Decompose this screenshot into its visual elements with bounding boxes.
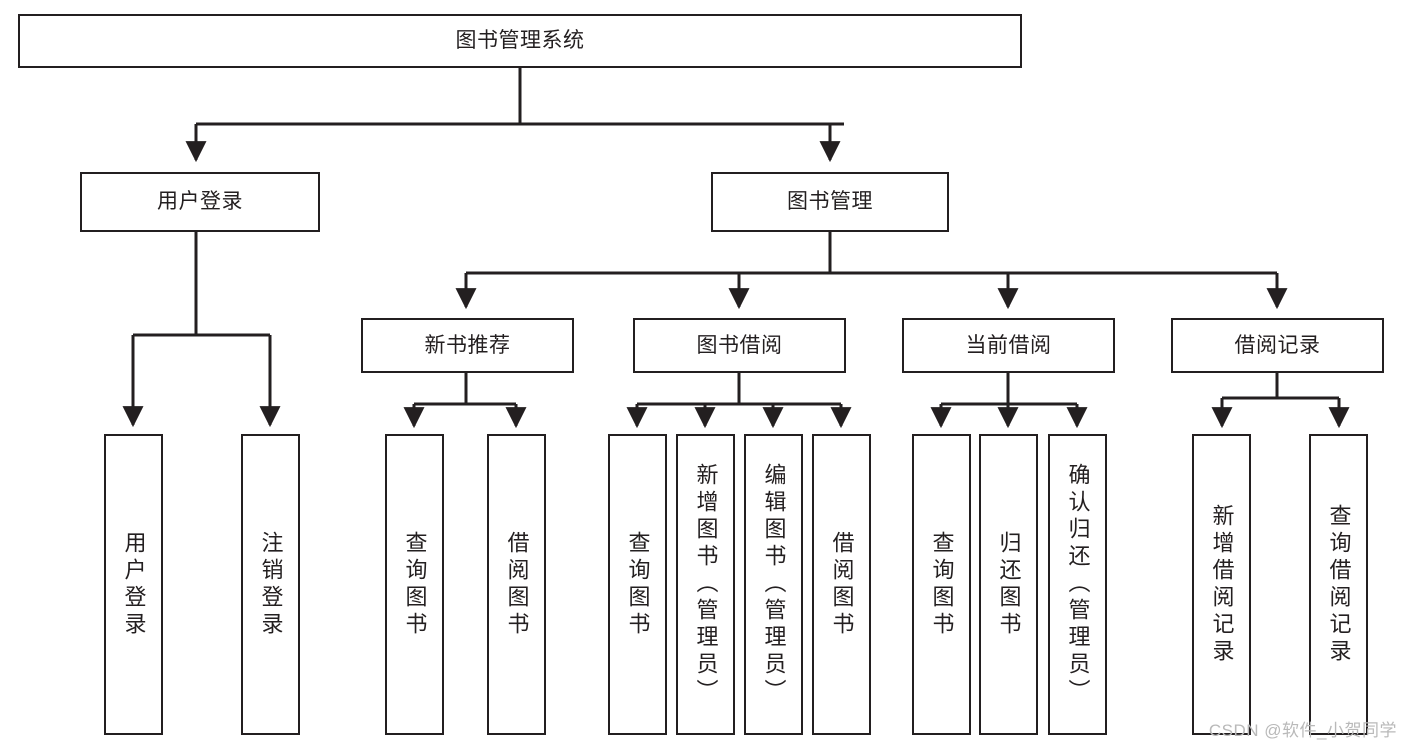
node-label: 图书借阅: [696, 333, 783, 357]
node-label: 确认归还（管理员）: [1065, 463, 1091, 706]
node-current-borrow[interactable]: 当前借阅: [902, 318, 1115, 373]
node-label: 新书推荐: [424, 333, 511, 357]
node-root-system[interactable]: 图书管理系统: [18, 14, 1022, 68]
node-label: 图书管理: [787, 190, 873, 214]
node-label: 注销登录: [258, 530, 284, 639]
leaf-current-confirm-return-admin[interactable]: 确认归还（管理员）: [1048, 434, 1107, 735]
leaf-borrow-edit-book-admin[interactable]: 编辑图书（管理员）: [744, 434, 803, 735]
node-label: 查询图书: [402, 530, 428, 639]
csdn-watermark: CSDN @软件_小贺同学: [1208, 721, 1397, 740]
leaf-user-login-logout[interactable]: 注销登录: [241, 434, 300, 735]
node-label: 借阅图书: [504, 530, 530, 639]
node-user-login[interactable]: 用户登录: [80, 172, 320, 232]
node-label: 查询借阅记录: [1326, 503, 1352, 666]
leaf-record-add-record[interactable]: 新增借阅记录: [1192, 434, 1251, 735]
node-label: 新增图书（管理员）: [693, 463, 719, 706]
node-label: 借阅记录: [1234, 333, 1321, 357]
leaf-record-query-record[interactable]: 查询借阅记录: [1309, 434, 1368, 735]
leaf-recommend-query-book[interactable]: 查询图书: [385, 434, 444, 735]
node-book-management[interactable]: 图书管理: [711, 172, 949, 232]
leaf-borrow-borrow-book[interactable]: 借阅图书: [812, 434, 871, 735]
leaf-recommend-borrow-book[interactable]: 借阅图书: [487, 434, 546, 735]
leaf-borrow-add-book-admin[interactable]: 新增图书（管理员）: [676, 434, 735, 735]
node-label: 编辑图书（管理员）: [761, 463, 787, 706]
leaf-current-return-book[interactable]: 归还图书: [979, 434, 1038, 735]
node-label: 新增借阅记录: [1209, 503, 1235, 666]
node-label: 图书管理系统: [455, 29, 585, 53]
node-borrow-record[interactable]: 借阅记录: [1171, 318, 1384, 373]
node-label: 借阅图书: [829, 530, 855, 639]
node-label: 用户登录: [121, 530, 147, 639]
leaf-borrow-query-book[interactable]: 查询图书: [608, 434, 667, 735]
node-label: 用户登录: [157, 190, 243, 214]
node-label: 当前借阅: [965, 333, 1052, 357]
node-label: 归还图书: [996, 530, 1022, 639]
node-book-borrow[interactable]: 图书借阅: [633, 318, 846, 373]
node-label: 查询图书: [625, 530, 651, 639]
node-new-book-recommend[interactable]: 新书推荐: [361, 318, 574, 373]
leaf-current-query-book[interactable]: 查询图书: [912, 434, 971, 735]
leaf-user-login-login[interactable]: 用户登录: [104, 434, 163, 735]
node-label: 查询图书: [929, 530, 955, 639]
